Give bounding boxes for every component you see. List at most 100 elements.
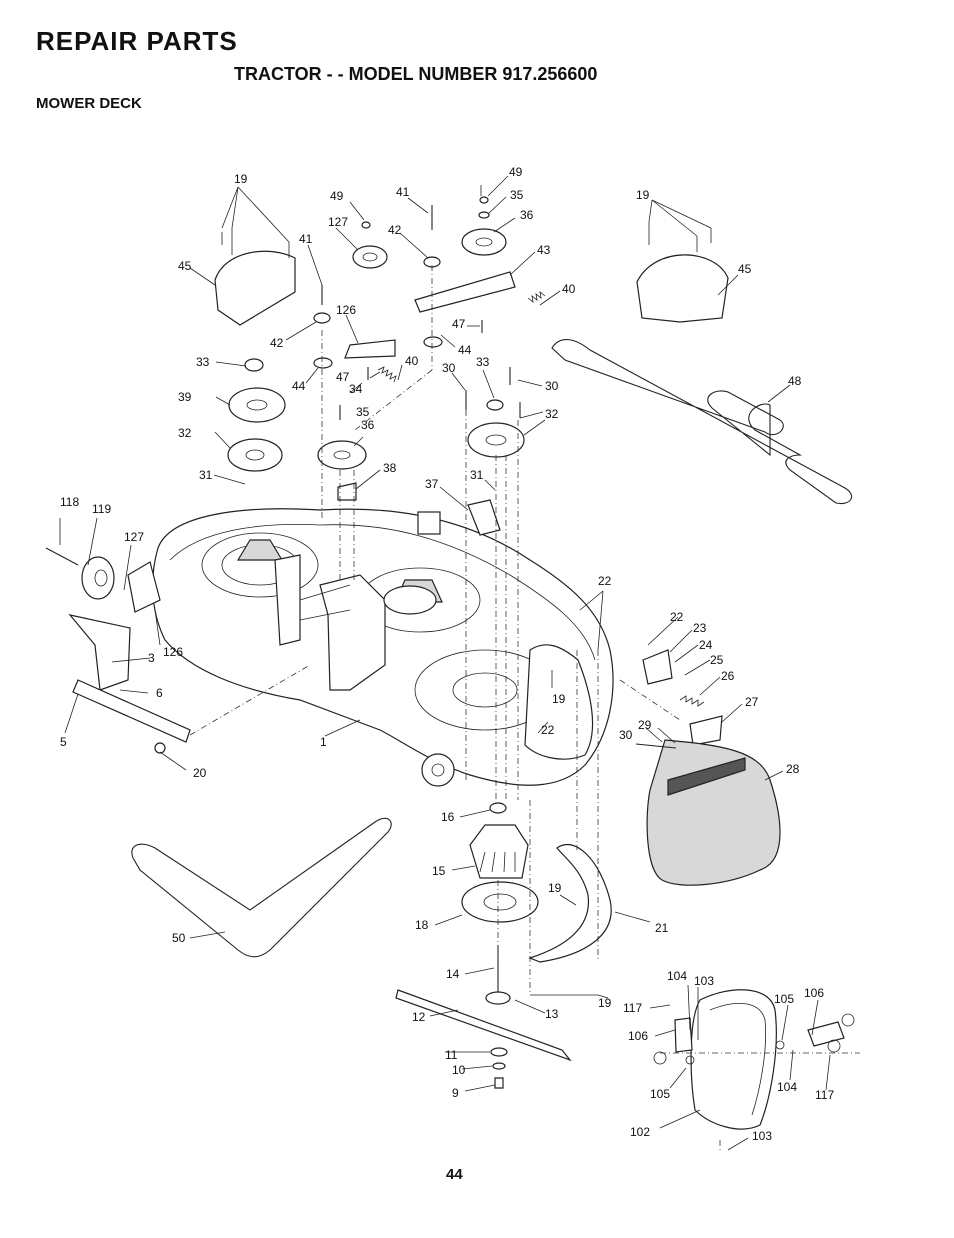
callout-20: 21	[655, 921, 669, 935]
callout-32: 32	[545, 407, 559, 421]
callout-14: 15	[432, 864, 446, 878]
callout-105: 106	[804, 986, 824, 1000]
spindle-assembly	[395, 802, 572, 1089]
callout-103: 104	[777, 1080, 797, 1094]
callout-18: 19	[548, 881, 562, 895]
callout-22: 23	[693, 621, 707, 635]
callout-49: 49	[330, 189, 344, 203]
callout-11: 12	[412, 1010, 426, 1024]
callout-49: 49	[509, 165, 523, 179]
callout-33: 33	[196, 355, 210, 369]
callout-labels: 19 49 41 49 35 36 19 127 42 41 43 45 45 …	[60, 165, 834, 1143]
page-title: REPAIR PARTS	[36, 26, 238, 56]
callout-16: 18	[415, 918, 429, 932]
callout-23: 24	[699, 638, 713, 652]
idler-arms	[337, 271, 516, 536]
callout-43: 43	[537, 243, 551, 257]
callout-12: 13	[545, 1007, 559, 1021]
callout-37: 36	[520, 208, 534, 222]
discharge-deflector	[653, 989, 855, 1130]
belt-47	[551, 339, 853, 505]
callout-30: 30	[545, 379, 559, 393]
callout-41: 41	[396, 185, 410, 199]
callout-48: 50	[172, 931, 186, 945]
callout-118: 126	[163, 645, 183, 659]
callout-37: 36	[361, 418, 375, 432]
callout-104: 105	[774, 992, 794, 1006]
springs-bolts	[321, 205, 705, 707]
callout-119: 127	[124, 530, 144, 544]
callout-21: 22	[670, 610, 684, 624]
callout-126: 126	[336, 303, 356, 317]
callout-41: 41	[299, 232, 313, 246]
callout-33: 33	[476, 355, 490, 369]
callout-44: 44	[292, 379, 306, 393]
callout-45: 45	[178, 259, 192, 273]
callout-28: 29	[638, 718, 652, 732]
callout-38: 38	[383, 461, 397, 475]
callout-1: 1	[320, 735, 327, 749]
page-number: 44	[446, 1166, 463, 1183]
callout-24: 25	[710, 653, 724, 667]
callout-35: 34	[349, 382, 363, 396]
callout-50: 47	[452, 317, 466, 331]
callout-127: 127	[328, 215, 348, 229]
callout-103: 104	[667, 969, 687, 983]
callout-46: 19	[234, 172, 248, 186]
callout-30: 30	[442, 361, 456, 375]
cover-screws	[221, 222, 712, 258]
callout-13: 14	[446, 967, 460, 981]
callout-104: 105	[650, 1087, 670, 1101]
callout-21: 22	[598, 574, 612, 588]
callout-44: 44	[458, 343, 472, 357]
callout-102: 103	[752, 1129, 772, 1143]
callout-5: 5	[60, 735, 67, 749]
callout-21: 22	[541, 723, 555, 737]
mower-deck-housing	[152, 508, 614, 787]
callout-40: 40	[562, 282, 576, 296]
callout-29: 30	[619, 728, 633, 742]
callout-36: 35	[510, 188, 524, 202]
callout-50: 47	[336, 370, 350, 384]
right-side-parts	[524, 644, 781, 886]
belt-48	[131, 817, 392, 958]
leader-lines	[59, 175, 831, 1151]
callout-36: 35	[356, 405, 370, 419]
callout-31: 31	[470, 468, 484, 482]
callout-117: 119	[92, 502, 111, 516]
model-subtitle: TRACTOR - - MODEL NUMBER 917.256600	[234, 64, 598, 84]
callout-19: 20	[193, 766, 207, 780]
callout-27: 28	[786, 762, 800, 776]
callout-106: 117	[815, 1088, 834, 1102]
callout-46: 19	[636, 188, 650, 202]
gauge-wheel-left	[45, 547, 191, 754]
callout-18: 19	[552, 692, 566, 706]
callout-39: 39	[178, 390, 192, 404]
callout-3: 3	[148, 651, 155, 665]
callout-26: 27	[745, 695, 759, 709]
callout-25: 26	[721, 669, 735, 683]
callout-10: 11	[445, 1048, 458, 1062]
callout-42: 42	[270, 336, 284, 350]
callout-45: 45	[738, 262, 752, 276]
callout-15: 16	[441, 810, 455, 824]
alignment-lines	[189, 265, 860, 1150]
belt-cover-left	[214, 250, 296, 326]
callout-6: 6	[156, 686, 163, 700]
callout-116: 118	[60, 495, 79, 509]
callout-32: 32	[178, 426, 192, 440]
belt-cover-right	[636, 254, 729, 323]
callout-34: 37	[425, 477, 439, 491]
baffle-20	[528, 843, 612, 963]
callout-106: 117	[623, 1001, 642, 1015]
callout-47: 48	[788, 374, 802, 388]
callout-8: 9	[452, 1086, 459, 1100]
callout-102: 103	[694, 974, 714, 988]
callout-18: 19	[598, 996, 612, 1010]
pulley-group	[227, 196, 525, 615]
section-title: MOWER DECK	[36, 95, 142, 112]
callout-105: 106	[628, 1029, 648, 1043]
callout-101: 102	[630, 1125, 650, 1139]
callout-40: 40	[405, 354, 419, 368]
